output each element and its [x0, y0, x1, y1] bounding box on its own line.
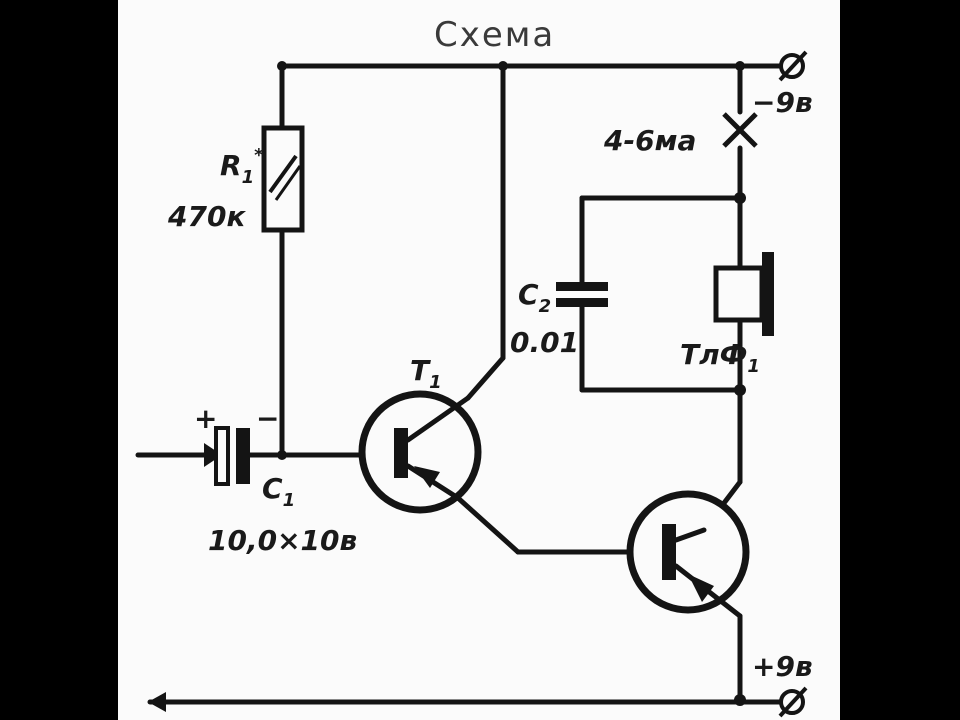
- resistor-value: 470к: [167, 200, 246, 233]
- c1-value: 10,0×10в: [208, 524, 357, 557]
- negative-supply-terminal: [778, 50, 808, 82]
- headphone-ref: ТлФ1: [680, 338, 760, 377]
- resistor-ref: R1*: [220, 145, 264, 188]
- capacitor-c2: [556, 282, 608, 307]
- bottom-arrow-icon: [148, 692, 166, 712]
- transistor-t2: [626, 490, 750, 619]
- diagram-title: Схема: [434, 15, 555, 55]
- c2-ref: C2: [518, 278, 551, 317]
- t1-ref: T1: [410, 354, 442, 393]
- negative-supply-label: −9в: [752, 86, 813, 119]
- headphone-icon: [713, 252, 774, 336]
- t1-emitter-wire: [455, 495, 521, 555]
- positive-supply-terminal: [778, 686, 808, 718]
- c2-value: 0.01: [510, 326, 579, 359]
- c1-plus-label: +: [194, 402, 217, 435]
- current-measure-point: [722, 112, 758, 148]
- c1-minus-label: −: [256, 402, 279, 435]
- t1-collector-wire: [465, 355, 506, 401]
- current-label: 4-6ма: [603, 124, 696, 157]
- positive-supply-label: +9в: [752, 650, 813, 683]
- c1-ref: C1: [262, 472, 295, 511]
- capacitor-c1: [214, 426, 250, 486]
- resistor-r1: [261, 125, 305, 233]
- transistor-t1: [358, 390, 482, 514]
- input-arrow-icon: [204, 443, 222, 467]
